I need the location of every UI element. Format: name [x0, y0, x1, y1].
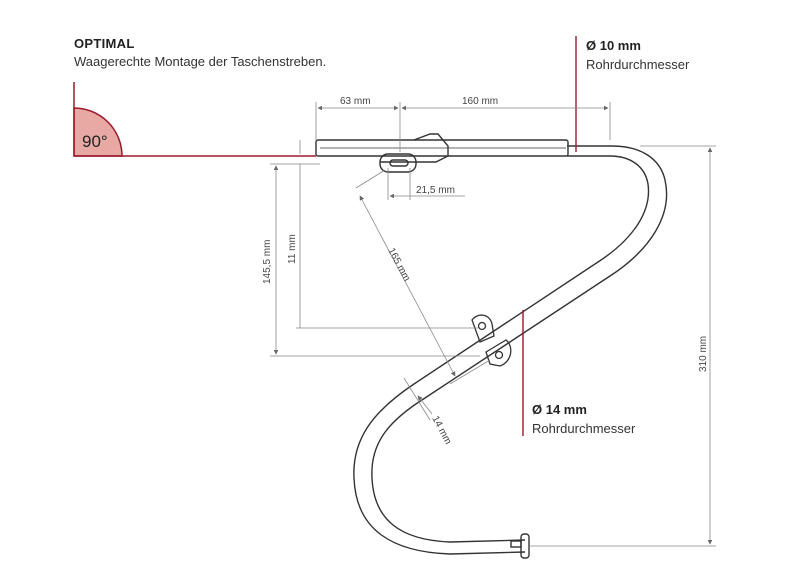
- dim-63-label: 63 mm: [340, 96, 371, 107]
- top-diameter-label: Ø 10 mm: [586, 38, 641, 53]
- dim-165-ext-top: [355, 169, 386, 189]
- lower-clamp-hole: [494, 350, 504, 360]
- dim-310-label: 310 mm: [698, 336, 709, 372]
- angle-sector-shape: [73, 107, 123, 157]
- mount-slot: [389, 159, 409, 167]
- dim-165-line: [359, 195, 456, 377]
- diagram-subtitle: Waagerechte Montage der Taschenstreben.: [74, 54, 327, 69]
- dim-160-label: 160 mm: [462, 96, 498, 107]
- dim-165-group: [355, 169, 491, 385]
- top-diameter-caption: Rohrdurchmesser: [586, 57, 690, 72]
- mount-plate: [379, 153, 417, 173]
- dim-14-label: 14 mm: [429, 414, 453, 446]
- tube-outer-edge: [371, 145, 668, 543]
- dim-11-label: 11 mm: [287, 234, 298, 264]
- straight-rod: [315, 133, 569, 173]
- dim-165-label: 165 mm: [385, 246, 412, 283]
- dim-14-line: [417, 395, 433, 415]
- top-dimensions: [315, 102, 611, 152]
- tube-inner-edge: [353, 155, 650, 555]
- middle-diameter-caption: Rohrdurchmesser: [532, 421, 636, 436]
- angle-indicator: 90°: [73, 82, 316, 157]
- diagram-title: OPTIMAL: [74, 36, 135, 51]
- rod-mount-bracket: [380, 133, 449, 163]
- dim-165-ext-bottom: [449, 359, 491, 385]
- dim-145-label: 145,5 mm: [262, 240, 273, 284]
- lower-clamp-plate: [485, 339, 512, 367]
- clamp-plates: [471, 314, 512, 367]
- left-dimensions: [270, 140, 480, 357]
- bent-tube: [353, 145, 668, 559]
- middle-diameter-label: Ø 14 mm: [532, 402, 587, 417]
- tube-end-slot: [510, 540, 522, 548]
- rod-body: [315, 139, 569, 157]
- tube-end-cap: [520, 533, 530, 559]
- dim-14-ext-left: [403, 377, 431, 421]
- dim-14-group: [403, 377, 433, 421]
- upper-clamp-hole: [477, 321, 487, 331]
- dim-310-group: [530, 145, 716, 547]
- angle-label: 90°: [82, 132, 108, 151]
- upper-clamp-plate: [471, 314, 495, 343]
- dim-21-label: 21,5 mm: [416, 185, 455, 196]
